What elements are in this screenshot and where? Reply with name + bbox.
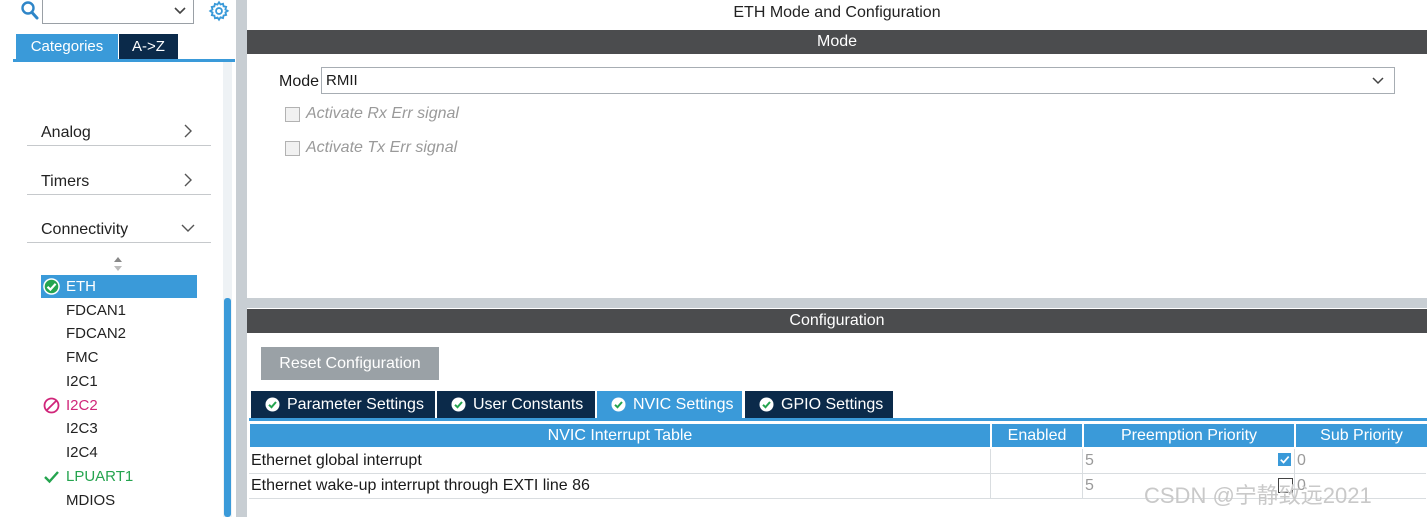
category-timers[interactable]: Timers	[27, 146, 211, 195]
check-circle-icon	[759, 397, 774, 412]
mode-select-value: RMII	[326, 72, 358, 89]
tab-gpio-settings[interactable]: GPIO Settings	[745, 391, 893, 418]
tab-nvic-settings[interactable]: NVIC Settings	[597, 391, 742, 418]
peripheral-item-i2c4[interactable]: I2C4	[41, 441, 197, 464]
peripheral-item-fdcan2[interactable]: FDCAN2	[41, 322, 197, 345]
peripheral-item-i2c1[interactable]: I2C1	[41, 370, 197, 393]
panel-splitter[interactable]	[236, 0, 247, 517]
peripheral-label: FDCAN1	[66, 302, 127, 319]
blocked-icon	[43, 397, 60, 414]
peripheral-label: I2C3	[66, 420, 98, 437]
interrupt-name: Ethernet global interrupt	[251, 452, 422, 469]
peripheral-label: FDCAN2	[66, 325, 127, 342]
search-icon[interactable]	[20, 0, 40, 22]
chevron-down-icon	[181, 224, 195, 232]
tab-label: GPIO Settings	[781, 396, 884, 413]
rx-err-label: Activate Rx Err signal	[306, 105, 459, 122]
table-row[interactable]: Ethernet wake-up interrupt through EXTI …	[249, 474, 1426, 499]
check-circle-icon	[43, 278, 60, 295]
category-label: Timers	[41, 173, 90, 190]
category-analog[interactable]: Analog	[27, 97, 211, 146]
peripheral-item-i2c3[interactable]: I2C3	[41, 417, 197, 440]
peripheral-item-eth[interactable]: ETH	[41, 275, 197, 298]
check-circle-icon	[451, 397, 466, 412]
chevron-down-icon[interactable]	[1370, 73, 1386, 89]
column-header-preemption[interactable]: Preemption Priority	[1084, 424, 1294, 447]
tab-a-to-z[interactable]: A->Z	[119, 34, 178, 59]
tx-err-label: Activate Tx Err signal	[306, 139, 458, 156]
tabs-underline	[249, 418, 1427, 421]
check-circle-icon	[265, 397, 280, 412]
section-splitter[interactable]	[247, 298, 1427, 308]
peripheral-item-fmc[interactable]: FMC	[41, 346, 197, 369]
tab-label: User Constants	[473, 396, 584, 413]
search-input[interactable]	[42, 0, 194, 24]
peripheral-label: I2C4	[66, 444, 98, 461]
category-connectivity[interactable]: Connectivity	[27, 194, 211, 243]
column-header-enabled[interactable]: Enabled	[992, 424, 1082, 447]
table-row[interactable]: Ethernet global interrupt 5 0	[249, 449, 1426, 474]
peripheral-label: ETH	[66, 278, 96, 295]
mode-select[interactable]: RMII	[321, 67, 1395, 94]
tab-label: Parameter Settings	[287, 396, 424, 413]
reset-configuration-button[interactable]: Reset Configuration	[261, 347, 439, 380]
rx-err-checkbox[interactable]	[285, 107, 300, 122]
scrollbar-track[interactable]	[223, 62, 232, 517]
peripheral-label: I2C2	[66, 397, 98, 414]
sub-priority[interactable]: 0	[1297, 452, 1306, 469]
peripheral-label: LPUART1	[66, 468, 134, 485]
peripheral-item-lpuart1[interactable]: LPUART1	[41, 465, 197, 488]
watermark: CSDN @宁静致远2021	[1144, 483, 1372, 508]
column-header-sub-priority[interactable]: Sub Priority	[1296, 424, 1427, 447]
tab-underline	[13, 59, 235, 62]
peripheral-label: MDIOS	[66, 492, 116, 509]
configuration-section-header: Configuration	[247, 309, 1427, 333]
peripheral-label: FMC	[66, 349, 99, 366]
peripheral-item-i2c2[interactable]: I2C2	[41, 394, 197, 417]
page-title: ETH Mode and Configuration	[733, 4, 941, 21]
enabled-checkbox[interactable]	[1278, 478, 1293, 493]
scrollbar-thumb[interactable]	[224, 298, 231, 517]
category-label: Connectivity	[41, 221, 129, 238]
peripheral-item-fdcan1[interactable]: FDCAN1	[41, 299, 197, 322]
tab-categories[interactable]: Categories	[16, 34, 118, 59]
sort-arrows-icon[interactable]	[112, 256, 124, 272]
chevron-down-icon[interactable]	[172, 3, 188, 19]
tab-user-constants[interactable]: User Constants	[437, 391, 595, 418]
left-panel: Categories A->Z Analog Timers Connectivi…	[0, 0, 236, 517]
mode-label: Mode	[279, 73, 320, 90]
tx-err-checkbox[interactable]	[285, 141, 300, 156]
mode-section-header: Mode	[247, 30, 1427, 54]
check-icon	[44, 471, 59, 484]
gear-icon[interactable]	[207, 0, 231, 22]
chevron-right-icon	[184, 124, 192, 138]
check-circle-icon	[611, 397, 626, 412]
peripheral-label: I2C1	[66, 373, 98, 390]
peripheral-item-mdios[interactable]: MDIOS	[41, 489, 197, 512]
interrupt-name: Ethernet wake-up interrupt through EXTI …	[251, 477, 590, 494]
tab-parameter-settings[interactable]: Parameter Settings	[251, 391, 435, 418]
preemption-priority[interactable]: 5	[1085, 477, 1094, 494]
column-header-interrupt[interactable]: NVIC Interrupt Table	[250, 424, 990, 447]
enabled-checkbox[interactable]	[1278, 453, 1291, 466]
tab-label: NVIC Settings	[633, 396, 734, 413]
category-label: Analog	[41, 124, 91, 141]
sub-priority[interactable]: 0	[1297, 477, 1306, 494]
preemption-priority[interactable]: 5	[1085, 452, 1094, 469]
chevron-right-icon	[184, 173, 192, 187]
